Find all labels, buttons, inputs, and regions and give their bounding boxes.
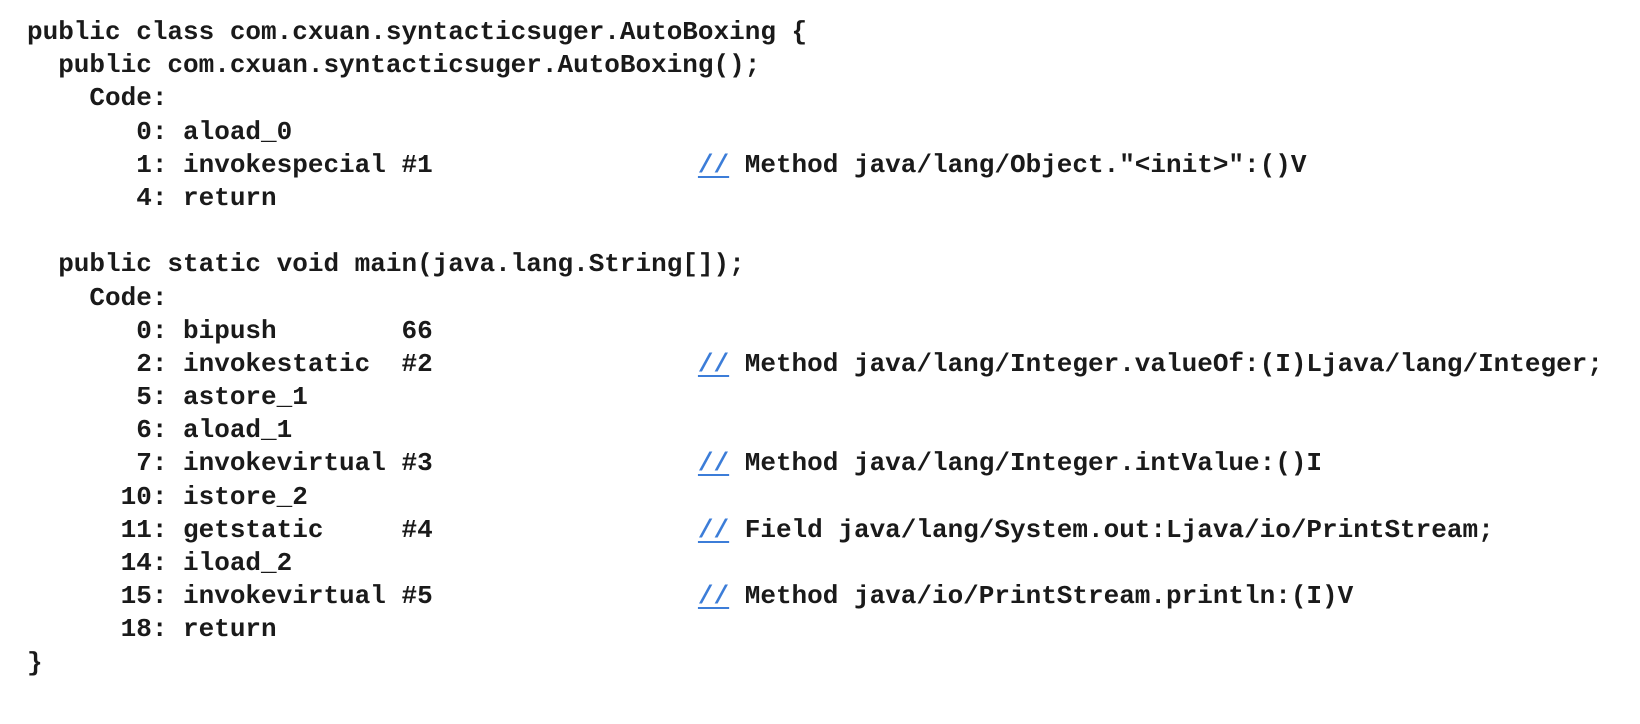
- code-line: Code:: [27, 82, 1640, 115]
- code-line: [27, 215, 1640, 248]
- comment-text: Field java/lang/System.out:Ljava/io/Prin…: [729, 514, 1494, 545]
- code-line: 11: getstatic #4 // Field java/lang/Syst…: [27, 514, 1640, 547]
- code-line: }: [27, 647, 1640, 680]
- code-line: 7: invokevirtual #3 // Method java/lang/…: [27, 447, 1640, 480]
- code-text: 15: invokevirtual #5: [27, 581, 698, 612]
- comment-text: Method java/lang/Integer.intValue:()I: [729, 448, 1323, 479]
- code-text: public com.cxuan.syntacticsuger.AutoBoxi…: [27, 50, 761, 81]
- code-line: 18: return: [27, 613, 1640, 646]
- code-line: 15: invokevirtual #5 // Method java/io/P…: [27, 580, 1640, 613]
- code-text: 0: aload_0: [27, 116, 293, 147]
- code-line: 6: aload_1: [27, 414, 1640, 447]
- code-text: 11: getstatic #4: [27, 514, 698, 545]
- code-text: Code:: [27, 83, 168, 114]
- code-text: 14: iload_2: [27, 548, 293, 578]
- code-line: 2: invokestatic #2 // Method java/lang/I…: [27, 348, 1640, 381]
- code-line: 14: iload_2: [27, 547, 1640, 580]
- comment-ref-link[interactable]: //: [697, 448, 730, 479]
- code-text: Code:: [27, 282, 168, 313]
- code-text: public static void main(java.lang.String…: [27, 249, 745, 280]
- code-text: 7: invokevirtual #3: [27, 448, 698, 479]
- code-line: 10: istore_2: [27, 481, 1640, 514]
- comment-text: Method java/lang/Object."<init>":()V: [729, 149, 1307, 180]
- code-block: public class com.cxuan.syntacticsuger.Au…: [27, 16, 1640, 724]
- code-text: 5: astore_1: [27, 382, 308, 413]
- code-text: 1: invokespecial #1: [27, 149, 698, 180]
- code-text: 2: invokestatic #2: [27, 348, 698, 379]
- code-text: public class com.cxuan.syntacticsuger.Au…: [27, 17, 808, 47]
- code-line: Code:: [27, 282, 1640, 315]
- code-text: 0: bipush 66: [27, 315, 433, 346]
- code-line: 4: return: [27, 182, 1640, 215]
- code-line: 0: aload_0: [27, 116, 1640, 149]
- code-line: 5: astore_1: [27, 381, 1640, 414]
- comment-ref-link[interactable]: //: [697, 348, 730, 379]
- comment-ref-link[interactable]: //: [697, 514, 730, 545]
- code-text: }: [27, 647, 43, 678]
- code-line: 0: bipush 66: [27, 315, 1640, 348]
- comment-ref-link[interactable]: //: [697, 149, 730, 180]
- comment-text: Method java/io/PrintStream.println:(I)V: [729, 581, 1354, 612]
- code-line: public static void main(java.lang.String…: [27, 248, 1640, 281]
- code-line: public com.cxuan.syntacticsuger.AutoBoxi…: [27, 49, 1640, 82]
- comment-ref-link[interactable]: //: [697, 581, 730, 612]
- code-text: 4: return: [27, 182, 277, 213]
- code-text: 6: aload_1: [27, 415, 293, 446]
- comment-text: Method java/lang/Integer.valueOf:(I)Ljav…: [729, 348, 1603, 379]
- code-line: 1: invokespecial #1 // Method java/lang/…: [27, 149, 1640, 182]
- code-text: 18: return: [27, 614, 277, 645]
- code-text: 10: istore_2: [27, 481, 308, 512]
- code-line: public class com.cxuan.syntacticsuger.Au…: [27, 16, 1640, 49]
